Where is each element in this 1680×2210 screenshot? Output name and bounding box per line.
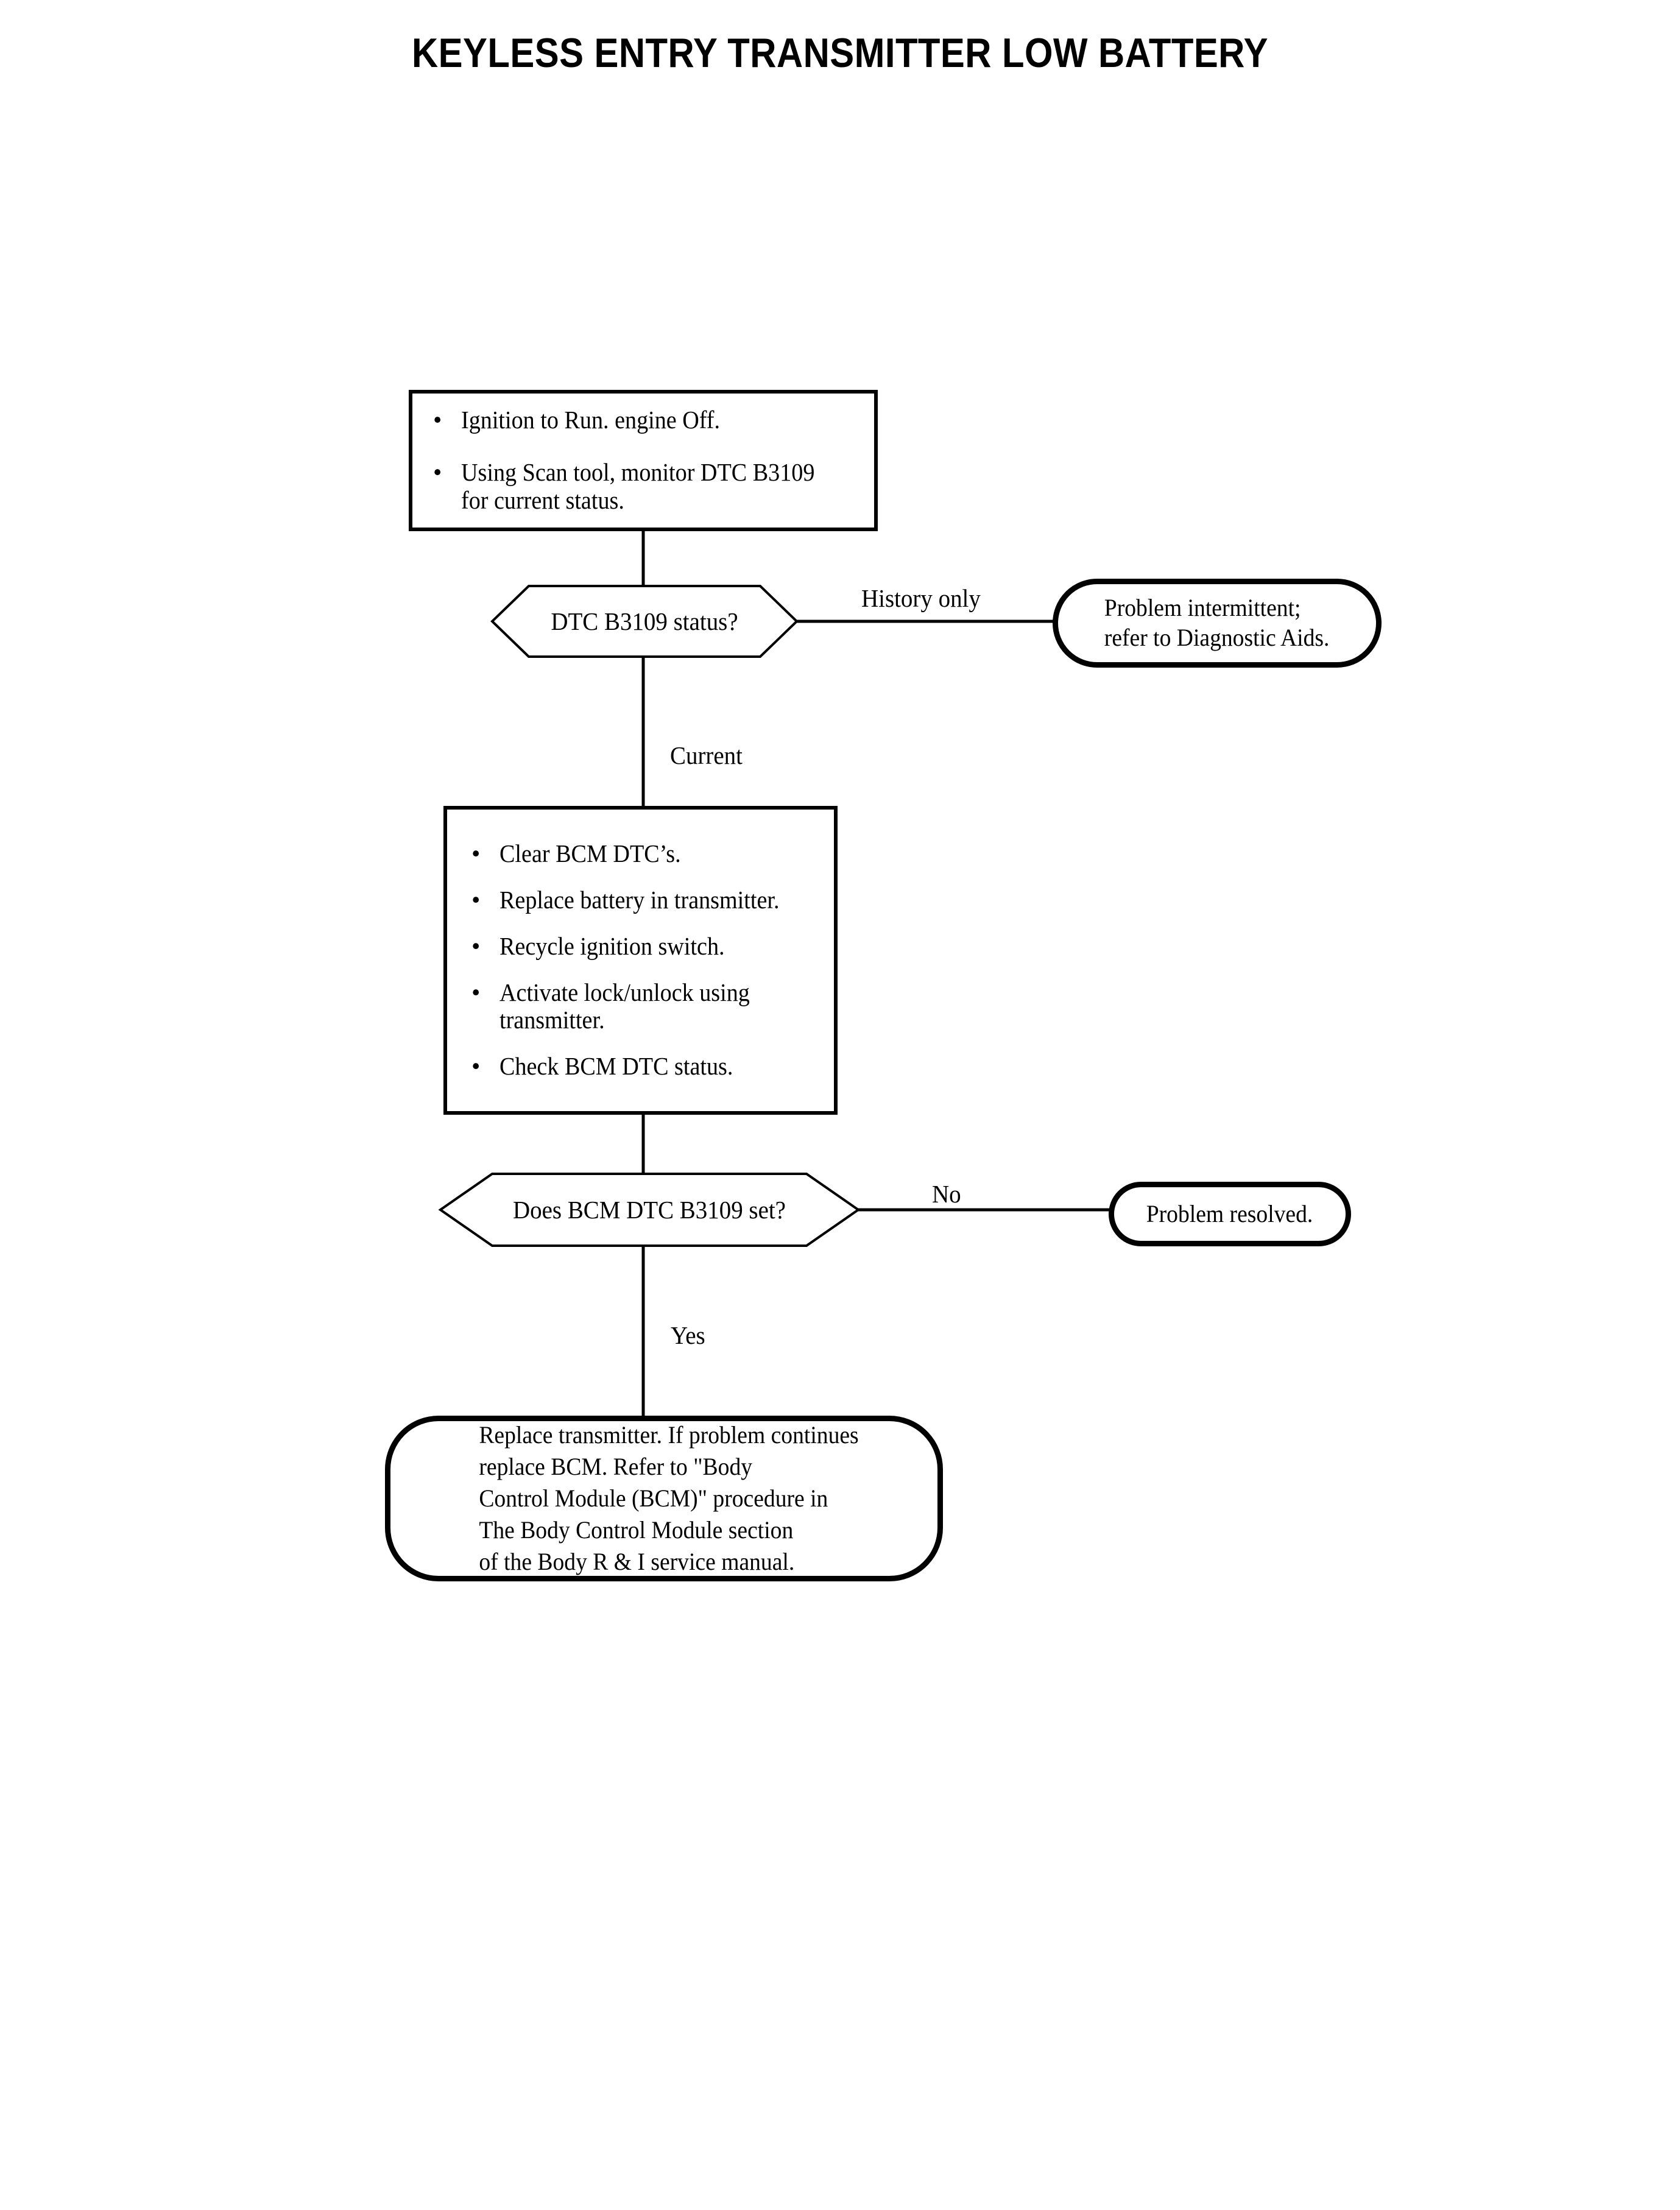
terminator-text: Problem resolved. bbox=[1146, 1199, 1313, 1227]
list-item: • Replace battery in transmitter. bbox=[471, 886, 823, 914]
decision-dtc-b3109-status: DTC B3109 status? bbox=[492, 585, 797, 658]
list-item-text: Using Scan tool, monitor DTC B3109 for c… bbox=[461, 458, 815, 514]
list-item-text: Recycle ignition switch. bbox=[499, 931, 725, 960]
process-box-repair-actions: • Clear BCM DTC’s. • Replace battery in … bbox=[443, 806, 838, 1115]
bullet-icon: • bbox=[471, 885, 481, 914]
list-item-text: Replace battery in transmitter. bbox=[499, 885, 780, 914]
list-item: • Recycle ignition switch. bbox=[471, 931, 823, 961]
bullet-icon: • bbox=[433, 458, 442, 487]
list-item-text: Clear BCM DTC’s. bbox=[499, 839, 681, 867]
terminator-problem-resolved: Problem resolved. bbox=[1109, 1182, 1351, 1246]
decision-label: Does BCM DTC B3109 set? bbox=[513, 1196, 786, 1224]
hexagon-status-shape bbox=[490, 585, 799, 658]
page-title: KEYLESS ENTRY TRANSMITTER LOW BATTERY bbox=[412, 30, 1268, 76]
bullet-icon: • bbox=[433, 406, 442, 434]
terminator-text: Problem intermittent; refer to Diagnosti… bbox=[1104, 594, 1330, 651]
terminator-problem-intermittent: Problem intermittent; refer to Diagnosti… bbox=[1053, 579, 1382, 668]
list-item: • Ignition to Run. engine Off. bbox=[433, 406, 858, 434]
decision-label: DTC B3109 status? bbox=[551, 607, 738, 635]
bullet-icon: • bbox=[471, 931, 481, 960]
bullet-list: • Clear BCM DTC’s. • Replace battery in … bbox=[447, 810, 834, 1111]
process-box-start-conditions: • Ignition to Run. engine Off. • Using S… bbox=[409, 390, 878, 531]
bullet-list: • Ignition to Run. engine Off. • Using S… bbox=[412, 394, 874, 528]
list-item-text: Ignition to Run. engine Off. bbox=[461, 406, 721, 434]
list-item: • Using Scan tool, monitor DTC B3109 for… bbox=[433, 458, 858, 515]
edge-label-history-only: History only bbox=[861, 584, 981, 612]
hexagon-bcmset-shape bbox=[438, 1173, 861, 1247]
terminator-replace-transmitter: Replace transmitter. If problem continue… bbox=[385, 1416, 943, 1581]
list-item: • Check BCM DTC status. bbox=[471, 1052, 823, 1081]
edge-label-current: Current bbox=[670, 741, 743, 769]
bullet-icon: • bbox=[471, 978, 481, 1006]
list-item: • Clear BCM DTC’s. bbox=[471, 839, 823, 868]
edge-label-no: No bbox=[932, 1180, 961, 1208]
decision-does-bcm-dtc-set: Does BCM DTC B3109 set? bbox=[440, 1173, 858, 1247]
terminator-text: Replace transmitter. If problem continue… bbox=[479, 1421, 859, 1575]
bullet-icon: • bbox=[471, 1052, 481, 1081]
bullet-icon: • bbox=[471, 839, 481, 867]
list-item-text: Activate lock/unlock using transmitter. bbox=[499, 978, 750, 1034]
edge-label-yes: Yes bbox=[671, 1321, 705, 1349]
list-item-text: Check BCM DTC status. bbox=[499, 1052, 733, 1081]
list-item: • Activate lock/unlock using transmitter… bbox=[471, 978, 823, 1035]
